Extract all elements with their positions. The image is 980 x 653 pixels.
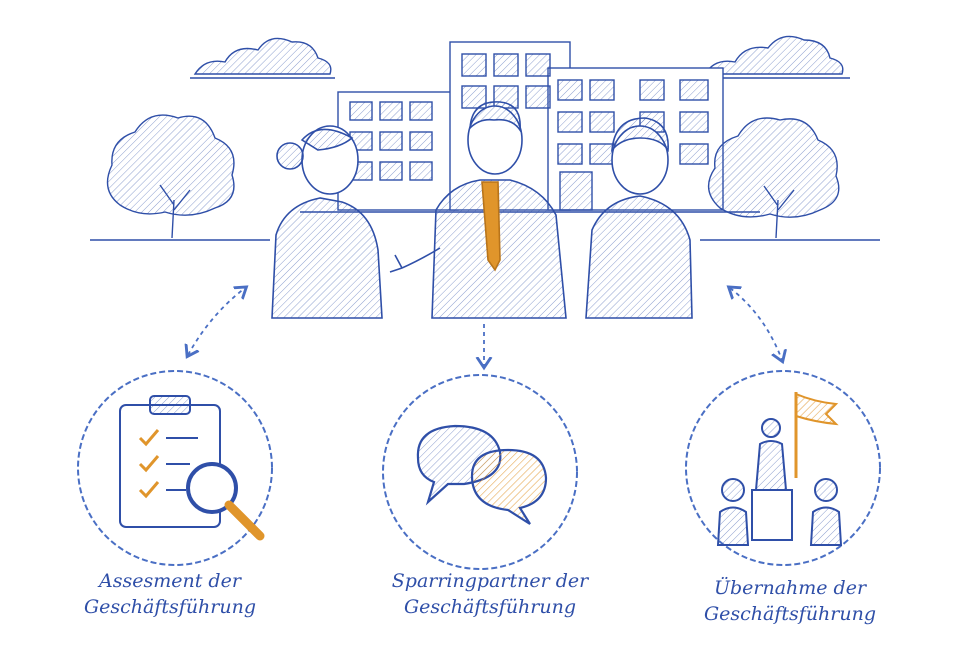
- label-line: Sparringpartner der: [391, 570, 589, 592]
- building-icon: [300, 41, 760, 213]
- node-label-assessment: Assesment der Geschäftsführung: [60, 568, 280, 620]
- label-line: Geschäftsführung: [403, 596, 577, 618]
- node-circle-assessment: [77, 370, 273, 566]
- label-line: Geschäftsführung: [83, 596, 257, 618]
- businessman-center-icon: [389, 101, 567, 319]
- arrow-right: [730, 288, 782, 360]
- tree-icon: [90, 114, 270, 241]
- label-line: Geschäftsführung: [703, 603, 877, 625]
- clipboard-magnifier-icon: [119, 395, 265, 541]
- cloud-icon: [700, 35, 850, 79]
- arrow-left: [188, 288, 245, 355]
- businessman-right-icon: [585, 117, 693, 319]
- label-line: Assesment der: [99, 570, 241, 592]
- label-line: Übernahme der: [713, 577, 867, 599]
- tree-icon: [700, 117, 880, 241]
- speech-bubbles-icon: [416, 424, 548, 525]
- node-circle-sparring: [382, 374, 578, 570]
- businesswoman-icon: [271, 125, 383, 319]
- node-circle-uebernahme: [685, 370, 881, 566]
- node-label-sparring: Sparringpartner der Geschäftsführung: [355, 568, 625, 620]
- cloud-icon: [190, 37, 335, 79]
- leader-flag-podium-icon: [716, 392, 843, 546]
- node-label-uebernahme: Übernahme der Geschäftsführung: [675, 575, 905, 627]
